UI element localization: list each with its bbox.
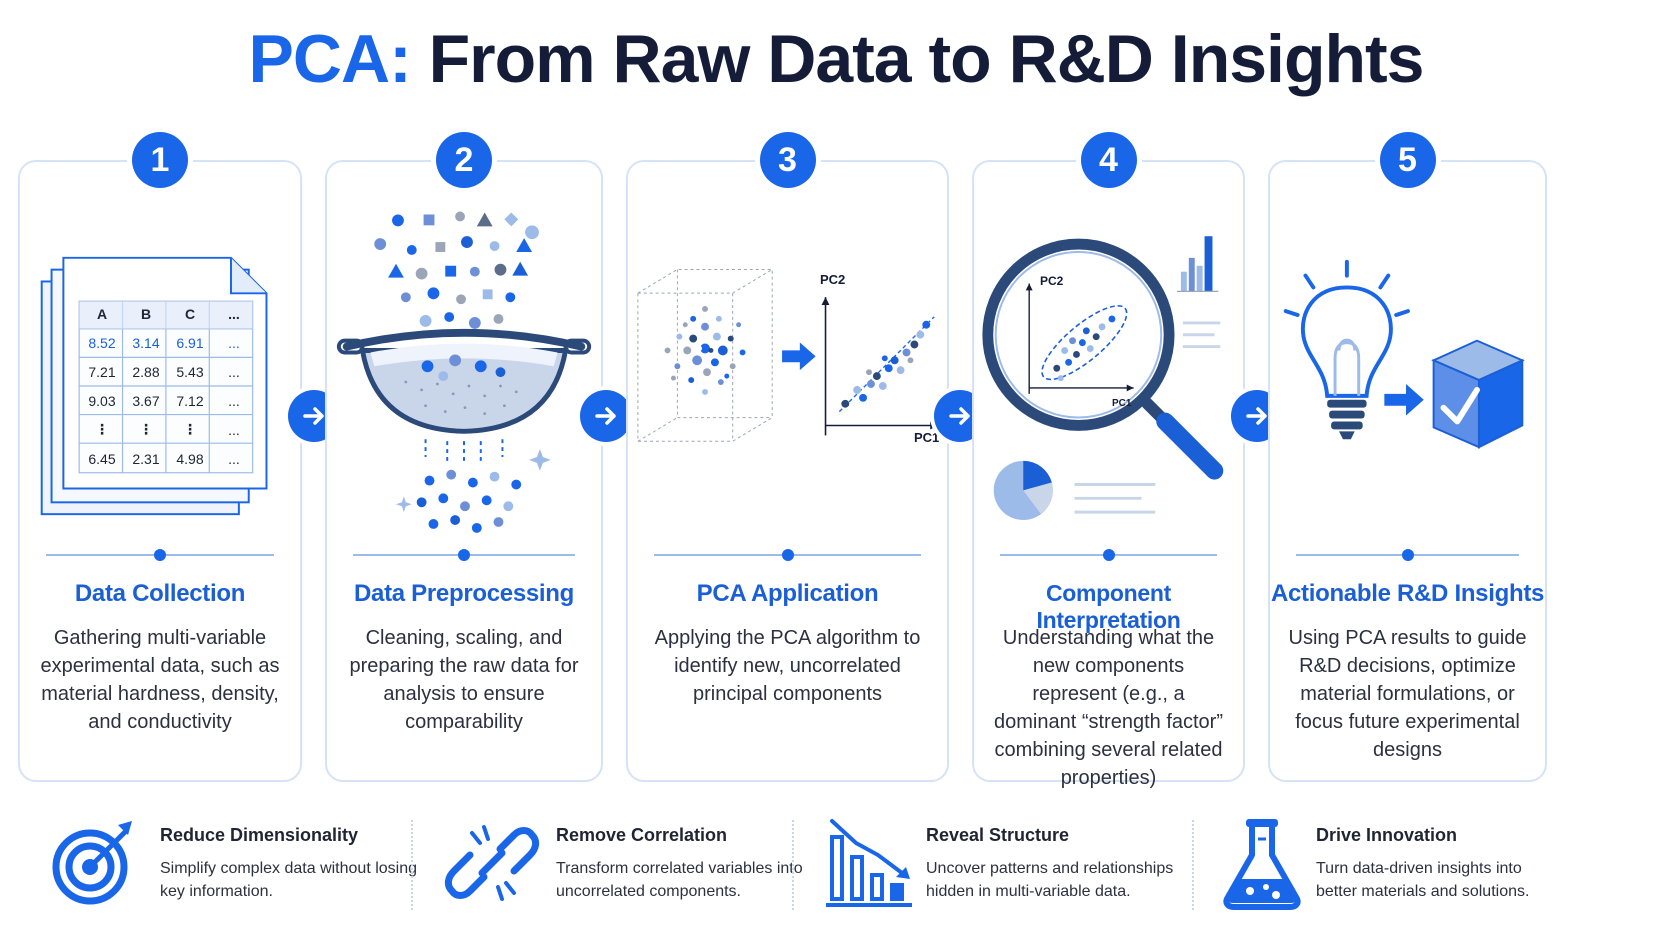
table-cell: 7.12: [176, 392, 204, 409]
step-title: Data Collection: [74, 580, 246, 607]
step-title: PCA Application: [696, 580, 879, 607]
next-arrow-icon: [580, 390, 632, 442]
raw-point-cloud: [664, 305, 746, 395]
target-icon: [52, 821, 132, 905]
strainer-illustration: [336, 211, 592, 533]
flask-icon: [1223, 819, 1301, 910]
benefit-title: Remove Correlation: [556, 825, 728, 845]
step-title: Actionable R&D Insights: [1270, 580, 1545, 607]
table-row: 6.45 2.31 4.98 ...: [80, 444, 256, 473]
table-cell: 7.21: [88, 363, 116, 380]
pc2-axis-label: PC2: [1040, 274, 1064, 288]
table-cell: 5.43: [176, 363, 204, 380]
cluster-points: [1053, 315, 1116, 382]
pc1-axis-label: PC1: [1112, 398, 1132, 409]
benefit-separator: [1192, 820, 1194, 910]
table-header-cell: A: [96, 306, 108, 322]
step-card-component-interpretation: 4 PC2 PC1 Component Interpretation Under…: [972, 132, 1245, 789]
table-cell: 4.98: [176, 450, 204, 467]
table-cell: ...: [228, 363, 240, 380]
step-badge: 1: [132, 132, 188, 188]
table-cell: ⋮: [183, 421, 197, 437]
step-title: Component Interpretation: [1036, 580, 1181, 633]
benefit-separator: [411, 820, 413, 910]
table-cell: ...: [228, 421, 240, 438]
benefit-description: Transform correlated variables into unco…: [556, 860, 803, 900]
card-divider: [1296, 549, 1519, 561]
table-row: 8.52 3.14 6.91 ...: [80, 328, 256, 357]
table-cell: ...: [228, 334, 240, 351]
declining-bar-chart-icon: [826, 819, 912, 907]
table-cell: ⋮: [139, 421, 153, 437]
step-description: Cleaning, scaling, and preparing the raw…: [349, 627, 579, 733]
benefit-drive-innovation: Drive Innovation Turn data-driven insigh…: [1218, 815, 1578, 915]
step-description: Applying the PCA algorithm to identify n…: [654, 627, 921, 705]
table-header-row: A B C ...: [80, 300, 256, 328]
pc1-axis-label: PC1: [914, 430, 940, 445]
benefit-description: Turn data-driven insights into better ma…: [1316, 860, 1530, 900]
table-cell: 2.88: [132, 363, 160, 380]
benefit-remove-correlation: Remove Correlation Transform correlated …: [444, 815, 803, 915]
card-divider: [654, 549, 921, 561]
benefit-reduce-dimensionality: Reduce Dimensionality Simplify complex d…: [48, 815, 417, 915]
table-row: ⋮ ⋮ ⋮ ...: [80, 415, 256, 444]
table-cell: ...: [228, 392, 240, 409]
mini-bar-chart: [1176, 236, 1219, 292]
table-row: 7.21 2.88 5.43 ...: [80, 357, 256, 386]
page-title: PCA: From Raw Data to R&D Insights: [0, 20, 1672, 98]
table-cell: ...: [228, 450, 240, 467]
benefit-reveal-structure: Reveal Structure Uncover patterns and re…: [822, 815, 1182, 915]
table-cell: 9.03: [88, 392, 116, 409]
benefit-title: Drive Innovation: [1316, 825, 1458, 845]
title-accent: PCA:: [248, 21, 412, 97]
step-badge: 2: [436, 132, 492, 188]
table-cell: 6.91: [176, 334, 204, 351]
table-row: 9.03 3.67 7.12 ...: [80, 386, 256, 415]
projected-points: [841, 320, 931, 408]
broken-link-icon: [444, 825, 540, 901]
table-header-cell: ...: [228, 306, 240, 322]
table-cell: 3.14: [132, 334, 160, 351]
table-cell: ⋮: [95, 421, 109, 437]
mini-pie-chart: [993, 460, 1053, 520]
step-description: Understanding what the new components re…: [994, 627, 1223, 789]
table-header-cell: B: [140, 306, 152, 322]
step-badge: 5: [1379, 132, 1436, 188]
step-card-data-preprocessing: 2: [325, 132, 603, 782]
benefit-title: Reduce Dimensionality: [160, 825, 359, 845]
step-title: Data Preprocessing: [353, 580, 575, 607]
magnifier-illustration: [982, 236, 1224, 520]
pc2-axis-label: PC2: [820, 272, 846, 287]
card-divider: [1000, 549, 1217, 561]
title-main: From Raw Data to R&D Insights: [410, 21, 1425, 97]
pca-projection-illustration: [637, 268, 939, 442]
benefit-separator: [792, 820, 794, 910]
table-cell: 6.45: [88, 450, 116, 467]
step-card-pca-application: 3 PC2 PC1 PCA Application: [626, 132, 949, 782]
spreadsheet-illustration: [40, 256, 268, 516]
lightbulb-to-cube-illustration: [1283, 259, 1525, 449]
step-description: Using PCA results to guide R&D decisions…: [1288, 627, 1527, 761]
benefit-description: Simplify complex data without losing key…: [160, 860, 418, 900]
table-cell: 2.31: [132, 450, 160, 467]
benefit-title: Reveal Structure: [926, 825, 1070, 845]
data-table: A B C ... 8.52 3.14 6.91 ... 7.21 2.88 5…: [80, 300, 256, 473]
table-cell: 3.67: [132, 392, 160, 409]
benefit-description: Uncover patterns and relationships hidde…: [926, 860, 1174, 900]
step-card-data-collection: 1 A B C ... 8.52 3.14 6.91 ... 7.21: [18, 132, 302, 782]
step-card-actionable-insights: 5 Actionable R&D Insights Using PCA resu…: [1268, 132, 1547, 782]
step-description: Gathering multi-variable experimental da…: [40, 627, 280, 733]
card-divider: [353, 549, 575, 561]
table-header-cell: C: [184, 306, 196, 322]
step-badge: 3: [759, 132, 816, 188]
table-cell: 8.52: [88, 334, 116, 351]
card-divider: [46, 549, 274, 561]
step-badge: 4: [1080, 132, 1137, 188]
